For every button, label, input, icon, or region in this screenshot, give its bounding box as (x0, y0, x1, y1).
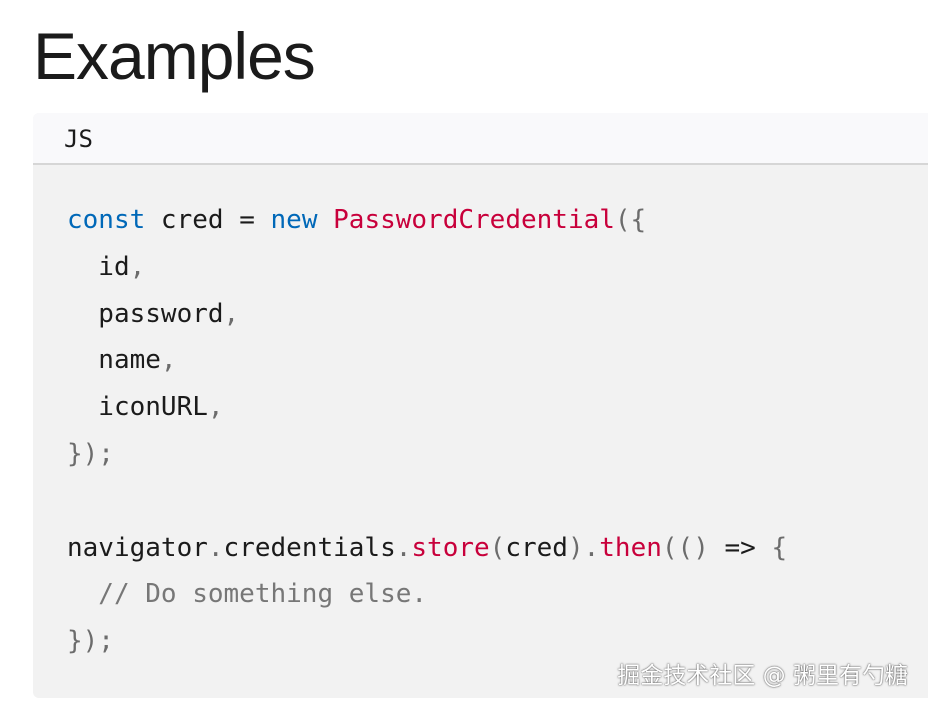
code-example-block: JS const cred = new PasswordCredential({… (33, 113, 928, 698)
code-language-label: JS (64, 125, 93, 153)
code-line: // Do something else. (67, 571, 787, 618)
code-token-punct: }); (67, 438, 114, 469)
code-token-punct: ). (567, 532, 600, 563)
code-line: }); (67, 618, 787, 665)
code-line: const cred = new PasswordCredential({ (67, 197, 787, 244)
code-token-ident: cred (145, 205, 240, 235)
code-token-punct: , (160, 345, 177, 376)
code-token-func: store (411, 532, 490, 563)
code-token-keyword: const (67, 205, 146, 235)
code-line: id, (67, 244, 787, 291)
code-token-ident: = (239, 205, 271, 235)
code-line: iconURL, (67, 384, 787, 431)
code-token-ident: cred (505, 532, 568, 563)
code-token-punct: }); (67, 626, 114, 657)
code-token-ident: id (67, 251, 130, 282)
code-token-ident: password (67, 298, 224, 329)
code-line: name, (67, 337, 787, 384)
code-token-func: then (599, 532, 662, 563)
code-body[interactable]: const cred = new PasswordCredential({ id… (67, 197, 787, 665)
code-token-class: PasswordCredential (333, 205, 615, 235)
code-token-ident: credentials (223, 532, 396, 563)
page-title: Examples (33, 19, 316, 93)
watermark: 掘金技术社区 @ 粥里有勺糖 (617, 663, 908, 689)
code-token-punct: , (207, 392, 224, 423)
code-token-punct: . (207, 532, 224, 563)
code-token-comment: // Do something else. (67, 579, 428, 610)
code-token-ident (317, 205, 333, 235)
code-line: navigator.credentials.store(cred).then((… (67, 525, 787, 572)
code-line (67, 478, 787, 525)
code-token-punct: { (771, 532, 788, 563)
code-line: }); (67, 431, 787, 478)
code-token-ident: iconURL (67, 392, 208, 423)
code-token-punct: (() (661, 532, 709, 563)
code-token-ident: => (708, 532, 772, 563)
code-token-keyword: new (270, 205, 318, 235)
code-token-punct: , (223, 298, 240, 329)
code-token-punct: ( (489, 532, 506, 563)
code-token-ident: name (67, 345, 161, 376)
code-token-ident: navigator (67, 532, 208, 563)
code-token-punct: . (395, 532, 412, 563)
code-header: JS (33, 113, 928, 165)
code-line: password, (67, 291, 787, 338)
code-token-punct: ({ (614, 205, 647, 235)
code-token-punct: , (129, 251, 146, 282)
